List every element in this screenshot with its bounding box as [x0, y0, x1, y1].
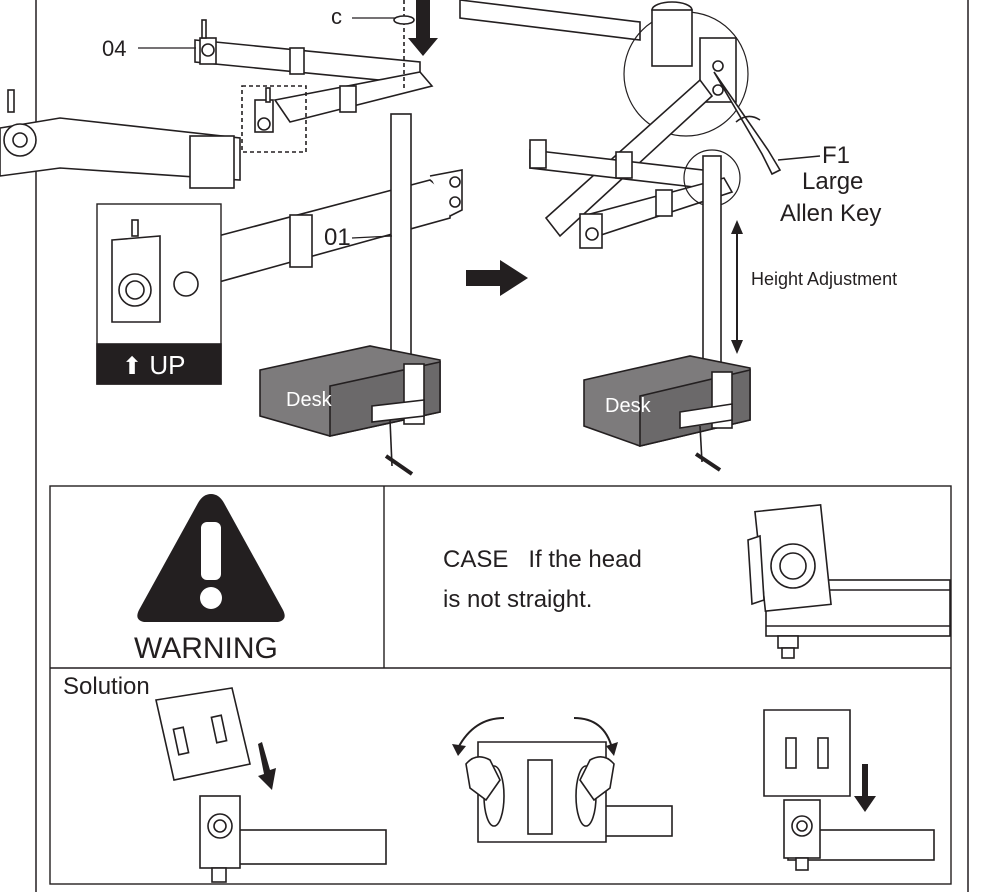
up-arrow-icon: ⬆	[122, 353, 143, 380]
warning-triangle-icon	[137, 494, 285, 622]
leader-01	[351, 235, 393, 239]
tool-code-label: F1	[822, 142, 851, 169]
part-04-label: 04	[102, 36, 127, 61]
right-assembly	[459, 0, 821, 472]
part-c-label: c	[331, 4, 342, 29]
solution-step-2	[465, 741, 673, 843]
solution-step-3-arrow	[854, 764, 876, 812]
desk-label-right: Desk	[605, 395, 651, 417]
next-step-arrow	[466, 260, 528, 296]
solution-label: Solution	[63, 673, 150, 700]
part-01-label: 01	[324, 224, 351, 251]
solution-step-3	[763, 709, 935, 871]
rotate-arrow-left	[457, 717, 505, 749]
case-line-2: is not straight.	[443, 586, 593, 613]
left-assembly	[0, 0, 463, 476]
up-label: ⬆ UP	[122, 352, 185, 379]
down-arrow	[408, 0, 438, 56]
up-label-text: UP	[149, 350, 186, 380]
rotate-arrow-right	[573, 717, 613, 749]
solution-step-1	[155, 687, 387, 883]
warning-table	[49, 485, 952, 885]
warning-label: WARNING	[134, 632, 278, 665]
height-adjustment-arrow	[731, 220, 743, 354]
rotate-arrow-left-head	[452, 744, 466, 756]
rotate-arrow-right-head	[606, 742, 618, 756]
case-line-1: CASE If the head	[443, 546, 642, 573]
crooked-head-illustration	[747, 503, 951, 659]
height-adjustment-label: Height Adjustment	[751, 269, 898, 289]
tool-name-line1: Large	[802, 168, 864, 195]
tool-name-line2: Allen Key	[780, 200, 882, 227]
solution-step-1-arrow	[258, 742, 276, 790]
desk-label-left: Desk	[286, 389, 332, 411]
